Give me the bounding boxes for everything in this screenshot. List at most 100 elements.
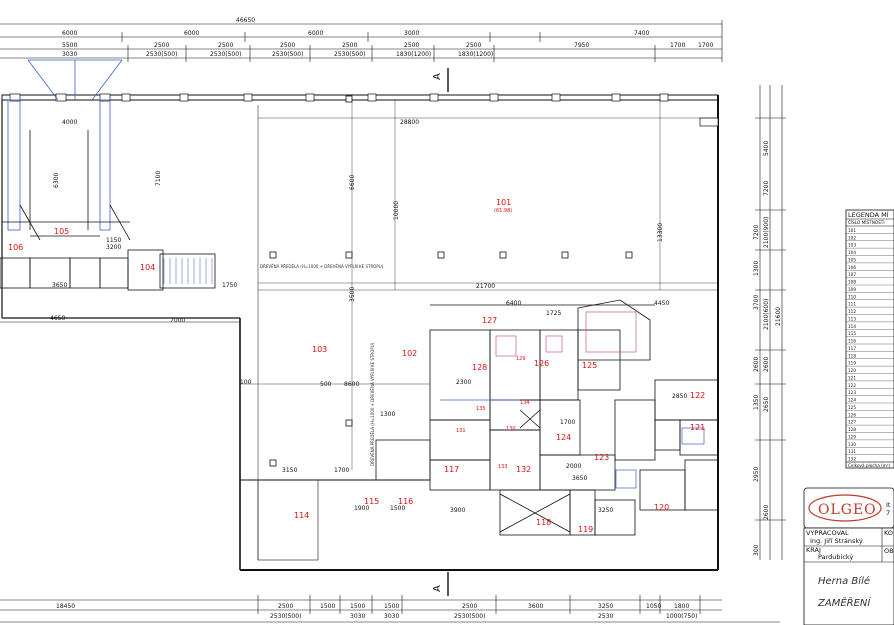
legend-row: 104 <box>848 250 856 255</box>
svg-text:2530(500): 2530(500) <box>146 51 177 58</box>
room-116: 116 <box>398 497 413 506</box>
svg-text:1500: 1500 <box>390 505 405 512</box>
legend-row: 118 <box>848 353 856 358</box>
section-marker-bottom: A <box>432 572 449 596</box>
room-126: 126 <box>534 359 549 368</box>
room-104: 104 <box>140 263 155 272</box>
legend-footer: Celková plocha (m²) <box>848 463 891 468</box>
svg-text:3900: 3900 <box>450 507 465 514</box>
outer-walls <box>0 94 719 571</box>
svg-text:2530(500): 2530(500) <box>270 613 301 620</box>
svg-text:6400: 6400 <box>506 300 521 307</box>
legend-row: 131 <box>848 449 856 454</box>
inner-dimensions: 4000 28800 21700 6400 4450 1725 7000 465… <box>50 119 687 514</box>
room-131: 131 <box>456 428 466 434</box>
svg-text:3600: 3600 <box>528 603 543 610</box>
room-125: 125 <box>582 361 597 370</box>
svg-text:6000: 6000 <box>62 30 77 37</box>
svg-text:3200: 3200 <box>106 244 121 251</box>
svg-text:5500: 5500 <box>62 42 77 49</box>
svg-text:3000: 3000 <box>404 30 419 37</box>
legend-row: 102 <box>848 235 856 240</box>
svg-text:A: A <box>432 585 443 592</box>
room-122: 122 <box>690 391 705 400</box>
prepared-by: Ing. Jiří Stránský <box>810 537 863 545</box>
top-dimensions <box>0 20 723 62</box>
svg-text:5400: 5400 <box>763 141 770 156</box>
legend-row: 125 <box>848 405 856 410</box>
legend-row: 122 <box>848 383 856 388</box>
svg-text:6300: 6300 <box>53 173 60 188</box>
room-121: 121 <box>690 423 705 432</box>
legend-row: 105 <box>848 257 856 262</box>
dim-right: 7200 5400 2100(900) 7200 2100(600) 1300 … <box>753 141 782 556</box>
svg-text:2300: 2300 <box>456 379 471 386</box>
svg-text:1700: 1700 <box>670 42 685 49</box>
legend-table: LEGENDA MÍ ČÍSLO MÍSTNOSTI 101 102 103 104 1… <box>845 209 894 469</box>
svg-text:1830(1200): 1830(1200) <box>458 51 493 58</box>
vestibule-walls <box>0 130 216 291</box>
svg-text:A: A <box>432 73 443 80</box>
svg-text:1800: 1800 <box>674 603 689 610</box>
svg-text:18450: 18450 <box>56 603 75 610</box>
dim-total-width: 46650 <box>236 17 255 24</box>
room-120: 120 <box>654 503 669 512</box>
svg-text:6000: 6000 <box>308 30 323 37</box>
room-114: 114 <box>294 511 309 520</box>
svg-text:21600: 21600 <box>775 307 782 326</box>
legend-header: ČÍSLO MÍSTNOSTI <box>848 220 885 225</box>
legend-row: 112 <box>848 309 856 314</box>
legend-title: LEGENDA MÍ <box>848 210 889 219</box>
svg-text:1350: 1350 <box>753 395 760 410</box>
svg-text:3030: 3030 <box>384 613 399 620</box>
room-133: 133 <box>498 464 508 470</box>
dim-top-row3: 3030 2530(500) 2530(500) 2530(500) 2530(… <box>62 51 493 58</box>
legend-rows: 1011021031041051061071081091101111121131… <box>846 228 894 463</box>
svg-text:1000(750): 1000(750) <box>666 613 697 620</box>
legend-row: 119 <box>848 361 856 366</box>
svg-text:6000: 6000 <box>184 30 199 37</box>
svg-text:28800: 28800 <box>400 119 419 126</box>
svg-text:2950: 2950 <box>753 467 760 482</box>
legend-row: 123 <box>848 390 856 395</box>
svg-text:2500: 2500 <box>278 603 293 610</box>
logo-side-text-1: It <box>886 501 891 509</box>
column-squares <box>269 95 633 467</box>
room-103: 103 <box>312 345 327 354</box>
legend-row: 113 <box>848 316 856 321</box>
svg-text:2500: 2500 <box>280 42 295 49</box>
region-label: KRAJ <box>806 546 821 554</box>
svg-text:1750: 1750 <box>222 282 237 289</box>
region-value: Pardubický <box>818 553 853 561</box>
svg-text:2500: 2500 <box>154 42 169 49</box>
svg-text:1830(1200): 1830(1200) <box>396 51 431 58</box>
svg-text:6600: 6600 <box>349 175 356 190</box>
svg-text:2500: 2500 <box>218 42 233 49</box>
svg-text:7200: 7200 <box>753 225 760 240</box>
legend-row: 130 <box>848 442 856 447</box>
svg-text:100: 100 <box>240 379 252 386</box>
room-105: 105 <box>54 227 69 236</box>
svg-text:2600: 2600 <box>763 505 770 520</box>
legend-row: 115 <box>848 331 856 336</box>
stair-treads <box>163 258 213 284</box>
legend-row: 128 <box>848 427 856 432</box>
prepared-label: VYPRACOVAL <box>806 529 849 537</box>
room-123: 123 <box>594 453 609 462</box>
room-115: 115 <box>364 497 379 506</box>
svg-text:4000: 4000 <box>62 119 77 126</box>
dim-bottom-row2: 2530(500) 3030 3030 2530(500) 2530 1000(… <box>270 613 697 620</box>
svg-text:2530: 2530 <box>598 613 613 620</box>
project-title: Herna Bílé <box>818 575 870 587</box>
room-130: 130 <box>506 426 516 432</box>
room-117: 117 <box>444 465 459 474</box>
svg-text:2500: 2500 <box>342 42 357 49</box>
svg-text:2530(500): 2530(500) <box>454 613 485 620</box>
svg-text:1050: 1050 <box>646 603 661 610</box>
legend-row: 107 <box>848 272 856 277</box>
svg-text:1300: 1300 <box>753 261 760 276</box>
legend-row: 101 <box>848 228 856 233</box>
logo-text: OLGEO <box>818 502 877 518</box>
svg-text:7200: 7200 <box>763 181 770 196</box>
legend-row: 103 <box>848 243 856 248</box>
